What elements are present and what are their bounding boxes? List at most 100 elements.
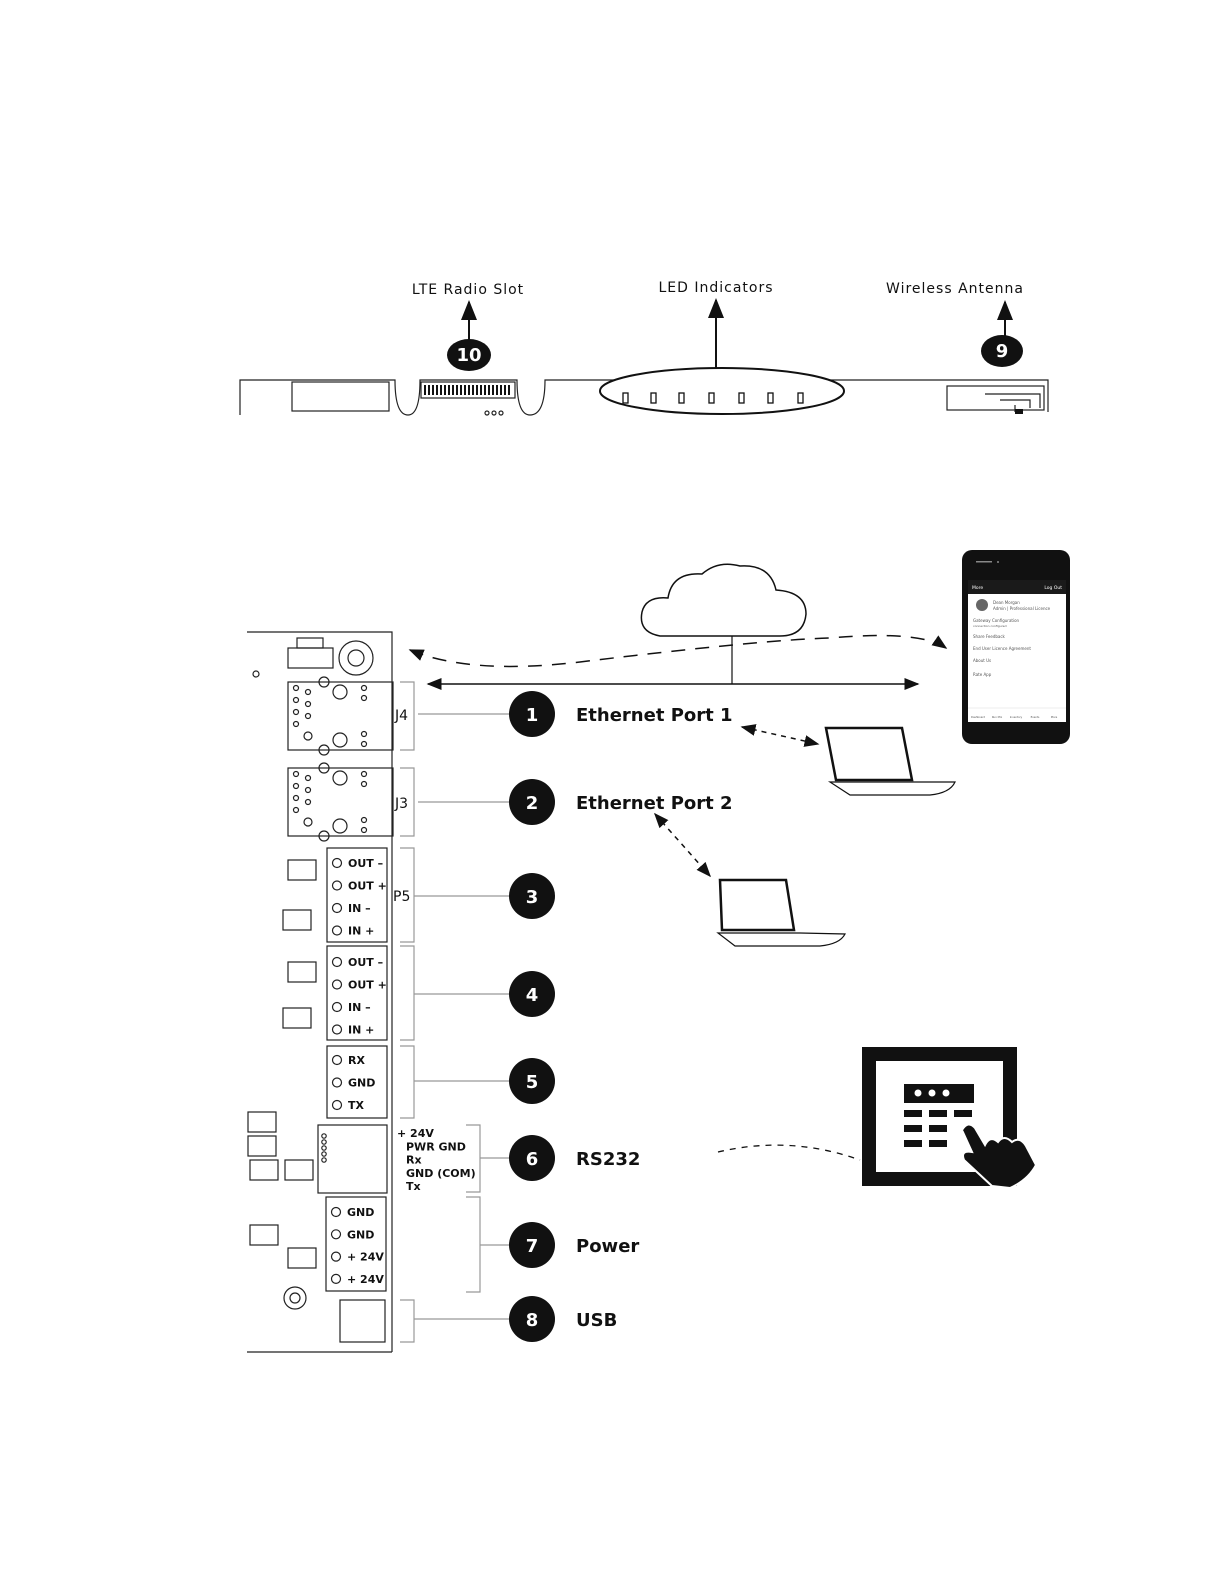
slot-pin (468, 385, 470, 395)
terminal-pin (330, 1206, 342, 1218)
pin-label: RX (348, 1054, 365, 1067)
callout-4: 4 (509, 971, 555, 1017)
pin-label: GND (347, 1206, 374, 1219)
svg-text:9: 9 (996, 341, 1009, 362)
slot-pin (488, 385, 490, 395)
slot-pin (440, 385, 442, 395)
phone-nav-item: More (1051, 715, 1058, 719)
callout-label: Power (576, 1236, 639, 1257)
slot-pin (476, 385, 478, 395)
slot-pin (428, 385, 430, 395)
component (282, 909, 312, 931)
terminal-pin (331, 1054, 343, 1066)
phone-nav-item: Dashboard (971, 715, 985, 719)
callout-number: 6 (526, 1149, 539, 1170)
led-indicator (622, 392, 629, 404)
svg-text:Gateway Configuration: Gateway Configuration (973, 618, 1020, 623)
slot-pin (464, 385, 466, 395)
terminal-pin (331, 880, 343, 891)
callout-number: 3 (526, 887, 539, 908)
rs232-pin-label: Tx (406, 1180, 421, 1193)
callout-number: 2 (526, 793, 539, 814)
connector-p5-label: P5 (393, 889, 410, 905)
laptop-icon-2 (716, 878, 846, 947)
svg-text:Admin | Professional Licence: Admin | Professional Licence (993, 606, 1051, 611)
svg-text:More: More (972, 585, 983, 591)
connector-j3-label: J3 (394, 796, 408, 812)
slot-pin (484, 385, 486, 395)
ethernet-port-j4 (287, 676, 394, 756)
terminal-pin (331, 979, 343, 990)
callout-label: Ethernet Port 2 (576, 793, 733, 814)
terminal-pin (331, 1001, 343, 1013)
callout-6: 6 RS232 (509, 1135, 640, 1181)
led-indicator (650, 392, 657, 404)
slot-pin (448, 385, 450, 395)
pin-label: IN – (348, 902, 371, 915)
pin-label: TX (348, 1099, 365, 1112)
slot-pin (480, 385, 482, 395)
slot-pin (436, 385, 438, 395)
pin-label: + 24V (347, 1251, 384, 1264)
terminal-pin (331, 1099, 343, 1111)
pin-label: IN + (348, 1024, 374, 1037)
svg-text:Log Out: Log Out (1044, 585, 1062, 591)
pin-label: + 24V (347, 1273, 384, 1286)
pin-label: OUT – (348, 956, 383, 969)
svg-text:10: 10 (456, 345, 481, 366)
terminal-pin (330, 1273, 342, 1285)
rs232-pin-label: GND (COM) (406, 1167, 476, 1180)
terminal-pin (331, 925, 343, 936)
component (282, 1007, 312, 1029)
phone-nav-item: Run Mix (992, 715, 1003, 719)
smartphone-app: More Log Out Dean Morgan Admin | Profess… (962, 550, 1070, 744)
slot-pin (496, 385, 498, 395)
component (247, 1111, 277, 1133)
component (287, 961, 317, 983)
led-indicator (678, 392, 685, 404)
phone-nav-item: Events (1031, 715, 1040, 719)
slot-pin (460, 385, 462, 395)
pin-label: OUT – (348, 857, 383, 870)
led-indicator (738, 392, 745, 404)
svg-text:Share Feedback: Share Feedback (973, 634, 1006, 639)
device-top-view: LTE Radio Slot LED Indicators Wireless A… (239, 280, 1049, 416)
rs232-pin-label: + 24V (397, 1127, 434, 1140)
slot-pin (444, 385, 446, 395)
led-indicators-label: LED Indicators (658, 280, 773, 296)
pin-label: IN + (348, 925, 374, 938)
slot-pin (432, 385, 434, 395)
svg-text:Rate App: Rate App (973, 672, 992, 677)
ethernet-port-j3 (287, 762, 394, 842)
wireless-antenna-label: Wireless Antenna (886, 281, 1024, 297)
callout-2: 2 Ethernet Port 2 (509, 779, 733, 825)
callout-9: 9 (981, 335, 1023, 367)
wireless-link-arrow (408, 634, 948, 668)
terminal-pin (331, 1024, 343, 1035)
callout-5: 5 (509, 1058, 555, 1104)
phone-nav-item: Inventory (1010, 715, 1023, 719)
callout-number: 5 (526, 1072, 539, 1093)
terminal-pin (331, 902, 343, 914)
terminal-pin (331, 1077, 343, 1088)
terminal-pin (330, 1229, 342, 1240)
slot-pin (452, 385, 454, 395)
led-indicators (599, 367, 845, 415)
keypad-touch-icon (862, 1047, 1038, 1190)
pin-label: GND (347, 1228, 374, 1241)
callout-number: 4 (526, 985, 539, 1006)
pin-label: GND (348, 1077, 375, 1090)
svg-text:connection configured: connection configured (973, 624, 1007, 628)
callout-10: 10 (447, 339, 491, 371)
callout-number: 7 (526, 1236, 539, 1257)
terminal-pin (330, 1251, 342, 1262)
rs232-pin-label: PWR GND (406, 1140, 466, 1153)
terminal-pin (331, 857, 343, 869)
slot-pin (500, 385, 502, 395)
lte-radio-slot (420, 381, 516, 416)
callout-label: Ethernet Port 1 (576, 705, 733, 726)
led-indicator (767, 392, 774, 404)
pin-label: IN – (348, 1001, 371, 1014)
callout-label: RS232 (576, 1149, 640, 1170)
